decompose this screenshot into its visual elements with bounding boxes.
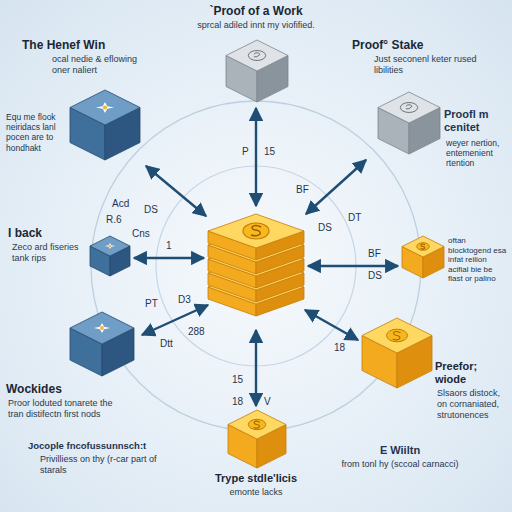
- note-text: oftan blocktogend esa infat reilion acif…: [448, 236, 508, 284]
- note-text: Jocople fncofussunnsch:t: [28, 440, 198, 451]
- cube-face: [228, 410, 286, 439]
- cube-face: [90, 236, 130, 256]
- note-text: Privilliess on thy (r-car part of staral…: [40, 454, 160, 476]
- star-center: [100, 326, 104, 330]
- arrow-label: 288: [188, 326, 205, 338]
- cube-icon: [254, 53, 260, 57]
- coin-symbol: [420, 244, 425, 249]
- cube-face: [402, 236, 444, 257]
- arrow-label: V: [264, 396, 271, 408]
- cube-caption-group: Preefor; wiodeSlsaors distock, on cornan…: [435, 360, 509, 421]
- coin-icon: [243, 223, 269, 239]
- double-arrow: [255, 108, 257, 206]
- cube-caption-group: The Henef Win ocal nedie & eflowing oner …: [22, 38, 152, 76]
- cube-face: [362, 318, 432, 353]
- arrow-label: BF: [296, 184, 309, 196]
- arrow-label: 15: [264, 146, 275, 158]
- cube-icon: [248, 51, 265, 61]
- arrow-label: 18: [232, 396, 243, 408]
- double-arrow: [255, 330, 257, 406]
- note-text: from tonl hy (sccoal carnacci): [340, 459, 460, 470]
- cube-icon: [406, 105, 412, 109]
- arrow-label: PT: [145, 298, 158, 310]
- cube-heading: Proof° Stake: [352, 38, 504, 52]
- cube-description: Proor loduted tonarete the tran distifec…: [8, 398, 130, 420]
- coin-symbol: [251, 226, 261, 236]
- cube-heading: Wockides: [6, 382, 130, 396]
- cube-description: emonte lacks: [190, 487, 322, 498]
- arrow-label: Cns: [132, 228, 150, 240]
- cube-icon: [400, 103, 417, 113]
- blue-cube: [70, 90, 140, 160]
- cube-heading: The Henef Win: [22, 38, 152, 52]
- cube-heading: Trype stdle'licis: [190, 472, 322, 485]
- coin-icon: [248, 419, 265, 429]
- arrow-label: D3: [178, 294, 191, 306]
- slab-face: [208, 214, 304, 248]
- note-text: Equ me flook neiridacs lanl pocen are to…: [6, 112, 66, 153]
- star-icon: [94, 323, 111, 333]
- cube-group: [70, 40, 444, 468]
- note-text: Proofl m cenitet: [444, 108, 508, 134]
- coin-symbol: [254, 421, 260, 428]
- outer-ring: [91, 101, 421, 431]
- cube-caption-group: Proof° StakeJust seconenl keter rused li…: [352, 38, 504, 76]
- star-icon: [105, 243, 115, 249]
- double-arrow: [308, 265, 398, 267]
- coin-icon: [417, 243, 430, 251]
- arrow-label: Acd: [112, 198, 129, 210]
- arrow-label: DS: [368, 270, 382, 282]
- cube-description: Slsaors distock, on cornaniated, struton…: [437, 388, 509, 420]
- note-text: E Wiiltn: [340, 444, 460, 457]
- arrow-label: Dtt: [160, 338, 173, 350]
- cube-heading: Preefor; wiode: [435, 360, 509, 386]
- star-center: [109, 245, 111, 247]
- note-text: weyer nertion, entemenient rtention: [446, 138, 508, 169]
- cube-caption-group: I backZeco ard fiseries tank rips: [8, 226, 88, 264]
- cube-description: ocal nedie & eflowing oner naliert: [52, 54, 152, 76]
- arrow-label: DT: [348, 212, 361, 224]
- arrow-label: 18: [334, 342, 345, 354]
- cube-heading: `Proof of a Work: [166, 4, 346, 18]
- arrow-label: DS: [144, 204, 158, 216]
- blue-cube: [70, 312, 134, 376]
- blue-cube: [90, 236, 130, 276]
- double-arrow: [134, 257, 204, 259]
- cube-heading: I back: [8, 226, 88, 240]
- arrow-label: P: [242, 146, 249, 158]
- coin-stack: [208, 214, 304, 316]
- coin-symbol: [393, 331, 401, 339]
- arrow-label: 15: [232, 374, 243, 386]
- arrow-label: BF: [368, 248, 381, 260]
- cube-description: Just seconenl keter rused libilities: [374, 54, 504, 76]
- arrow-group: [134, 108, 398, 406]
- arrow-label: R.6: [106, 214, 122, 226]
- cube-caption-group: `Proof of a Work sprcal adiled innt my vi…: [166, 4, 346, 31]
- arrow-label: DS: [318, 222, 332, 234]
- cube-caption-group: Trype stdle'licis emonte lacks: [190, 472, 322, 498]
- cube-description: sprcal adiled innt my viofified.: [166, 20, 346, 31]
- arrow-label: 1: [166, 240, 172, 252]
- grey-cube: [226, 40, 288, 102]
- cube-face: [70, 312, 134, 344]
- grey-cube: [378, 92, 440, 154]
- gold-cube: [228, 410, 286, 468]
- double-arrow: [306, 160, 366, 214]
- double-arrow: [305, 310, 358, 340]
- star-icon: [96, 102, 114, 113]
- cube-description: Zeco ard fiseries tank rips: [12, 242, 88, 264]
- gold-cube: [362, 318, 432, 388]
- coin-icon: [387, 329, 408, 342]
- gold-cube: [402, 236, 444, 278]
- cube-caption-group: WockidesProor loduted tonarete the tran …: [6, 382, 130, 420]
- cube-face: [226, 40, 288, 71]
- cube-face: [70, 90, 140, 125]
- cube-face: [378, 92, 440, 123]
- star-center: [103, 105, 107, 109]
